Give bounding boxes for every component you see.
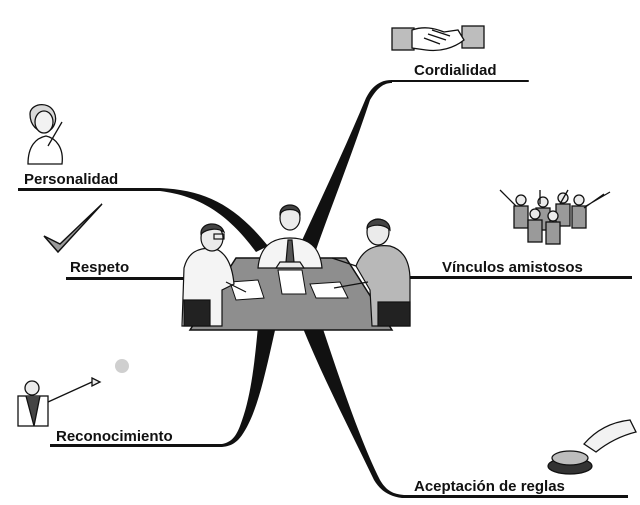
gray-dot-icon xyxy=(115,359,129,373)
label-aceptacion-de-reglas: Aceptación de reglas xyxy=(414,478,565,495)
meeting-table-icon xyxy=(181,204,411,331)
checkmark-icon xyxy=(43,203,103,254)
branch-vinculos-connector xyxy=(400,276,632,279)
pointing-man-icon xyxy=(17,376,102,427)
paper-center xyxy=(277,269,307,295)
branch-connectors xyxy=(18,80,632,498)
branch-respeto-connector xyxy=(66,277,196,280)
woman-portrait-icon xyxy=(27,104,63,165)
label-vinculos-amistosos: Vínculos amistosos xyxy=(442,259,583,276)
branch-cordialidad-connector xyxy=(300,80,392,250)
label-cordialidad: Cordialidad xyxy=(414,62,497,79)
right-man xyxy=(331,218,411,327)
label-reconocimiento: Reconocimiento xyxy=(56,428,173,445)
group-celebrating-icon xyxy=(499,189,611,245)
branch-personalidad-connector xyxy=(18,188,268,252)
center-man xyxy=(257,204,323,269)
label-personalidad: Personalidad xyxy=(24,171,118,188)
paper-left xyxy=(229,279,265,301)
start-button-icon xyxy=(547,419,637,475)
paper-right xyxy=(309,281,349,299)
handshake-icon xyxy=(391,25,485,52)
label-respeto: Respeto xyxy=(70,259,129,276)
left-man xyxy=(181,223,247,327)
